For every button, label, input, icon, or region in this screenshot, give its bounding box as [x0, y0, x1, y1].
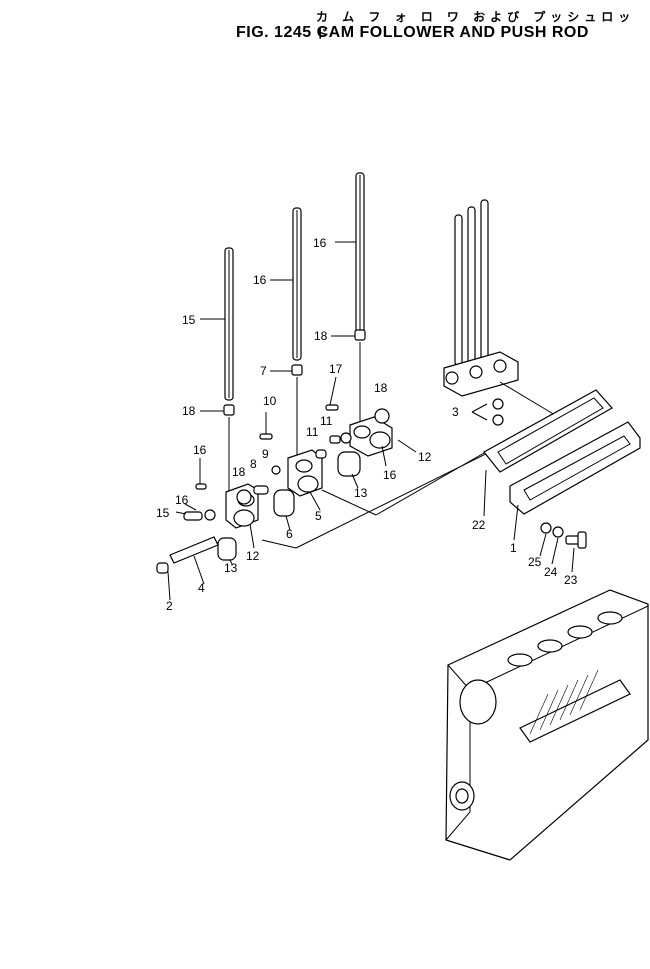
callout-6: 6 [286, 527, 293, 541]
washer-16-left [204, 509, 216, 521]
washer-25 [540, 522, 552, 534]
plug-2 [156, 562, 169, 574]
callout-18-upper: 18 [374, 381, 388, 395]
callout-22: 22 [472, 518, 486, 532]
engine-block-illustration [445, 589, 649, 861]
push-rod-cap-14a [223, 404, 235, 416]
callout-21: 16 [313, 236, 327, 250]
cam-follower-right [349, 416, 393, 457]
callout-16-right: 16 [383, 468, 397, 482]
bushing-6 [273, 489, 295, 517]
bolt-23 [565, 531, 587, 549]
callout-9: 9 [262, 447, 269, 461]
callout-20: 16 [253, 273, 267, 287]
callout-4: 4 [198, 581, 205, 595]
callout-11: 11 [306, 425, 319, 439]
washer-24 [552, 526, 564, 538]
pin-15 [183, 511, 203, 521]
pin-17-right [325, 404, 339, 411]
follower-shaft-4 [169, 536, 219, 564]
callout-10: 10 [263, 394, 277, 408]
callout-13-lower: 13 [224, 561, 238, 575]
bushing-18-right [374, 408, 390, 424]
pin-11 [315, 449, 327, 459]
figure-title-japanese: カ ム フ ォ ロ ワ および プッシュロッド [316, 10, 636, 41]
callout-17-lower: 16 [193, 443, 207, 457]
pin-10 [259, 433, 273, 440]
callout-17-upper: 17 [329, 362, 343, 376]
push-rod-20 [292, 207, 302, 361]
callout-23: 23 [564, 573, 578, 587]
callout-12-upper: 11 [320, 414, 333, 428]
pin-12 [329, 435, 341, 444]
push-rod-21 [355, 172, 365, 334]
side-cover-1 [509, 421, 641, 515]
push-rod-cap-14b [354, 329, 366, 341]
callout-15: 15 [156, 506, 170, 520]
callout-14-upper: 18 [314, 329, 328, 343]
callout-12-right: 12 [418, 450, 432, 464]
cam-follower-middle [287, 449, 323, 497]
pin-8 [253, 485, 269, 495]
callout-25: 25 [528, 555, 542, 569]
gasket-22 [483, 389, 613, 473]
push-rod-cap-7 [291, 364, 303, 376]
callout-3: 3 [452, 405, 459, 419]
callout-leaders [167, 241, 575, 601]
bushing-13-right [337, 451, 361, 477]
bolt-3 [492, 398, 504, 426]
bushing-18-left [236, 489, 252, 505]
callout-labels: 16 16 15 18 7 18 17 18 10 11 11 9 8 18 1… [156, 236, 578, 613]
callout-1: 1 [510, 541, 517, 555]
assembled-push-rods [443, 199, 519, 397]
bushing-13-left [217, 537, 237, 561]
pin-17-left [195, 483, 207, 490]
callout-12-lower: 12 [246, 549, 260, 563]
callout-2: 2 [166, 599, 173, 613]
callout-8: 8 [250, 457, 257, 471]
push-rod-19 [224, 247, 234, 401]
callout-14-lower: 18 [182, 404, 196, 418]
washer-16-right [340, 432, 352, 444]
callout-13-right: 13 [354, 486, 368, 500]
callout-16-left: 16 [175, 493, 189, 507]
callout-7: 7 [260, 364, 267, 378]
ball-9 [271, 465, 281, 475]
callout-5: 5 [315, 509, 322, 523]
callout-18-lower: 18 [232, 465, 246, 479]
callout-19: 15 [182, 313, 196, 327]
callout-24: 24 [544, 565, 558, 579]
figure-title: FIG. 1245 CAM FOLLOWER AND PUSH ROD [236, 24, 589, 41]
